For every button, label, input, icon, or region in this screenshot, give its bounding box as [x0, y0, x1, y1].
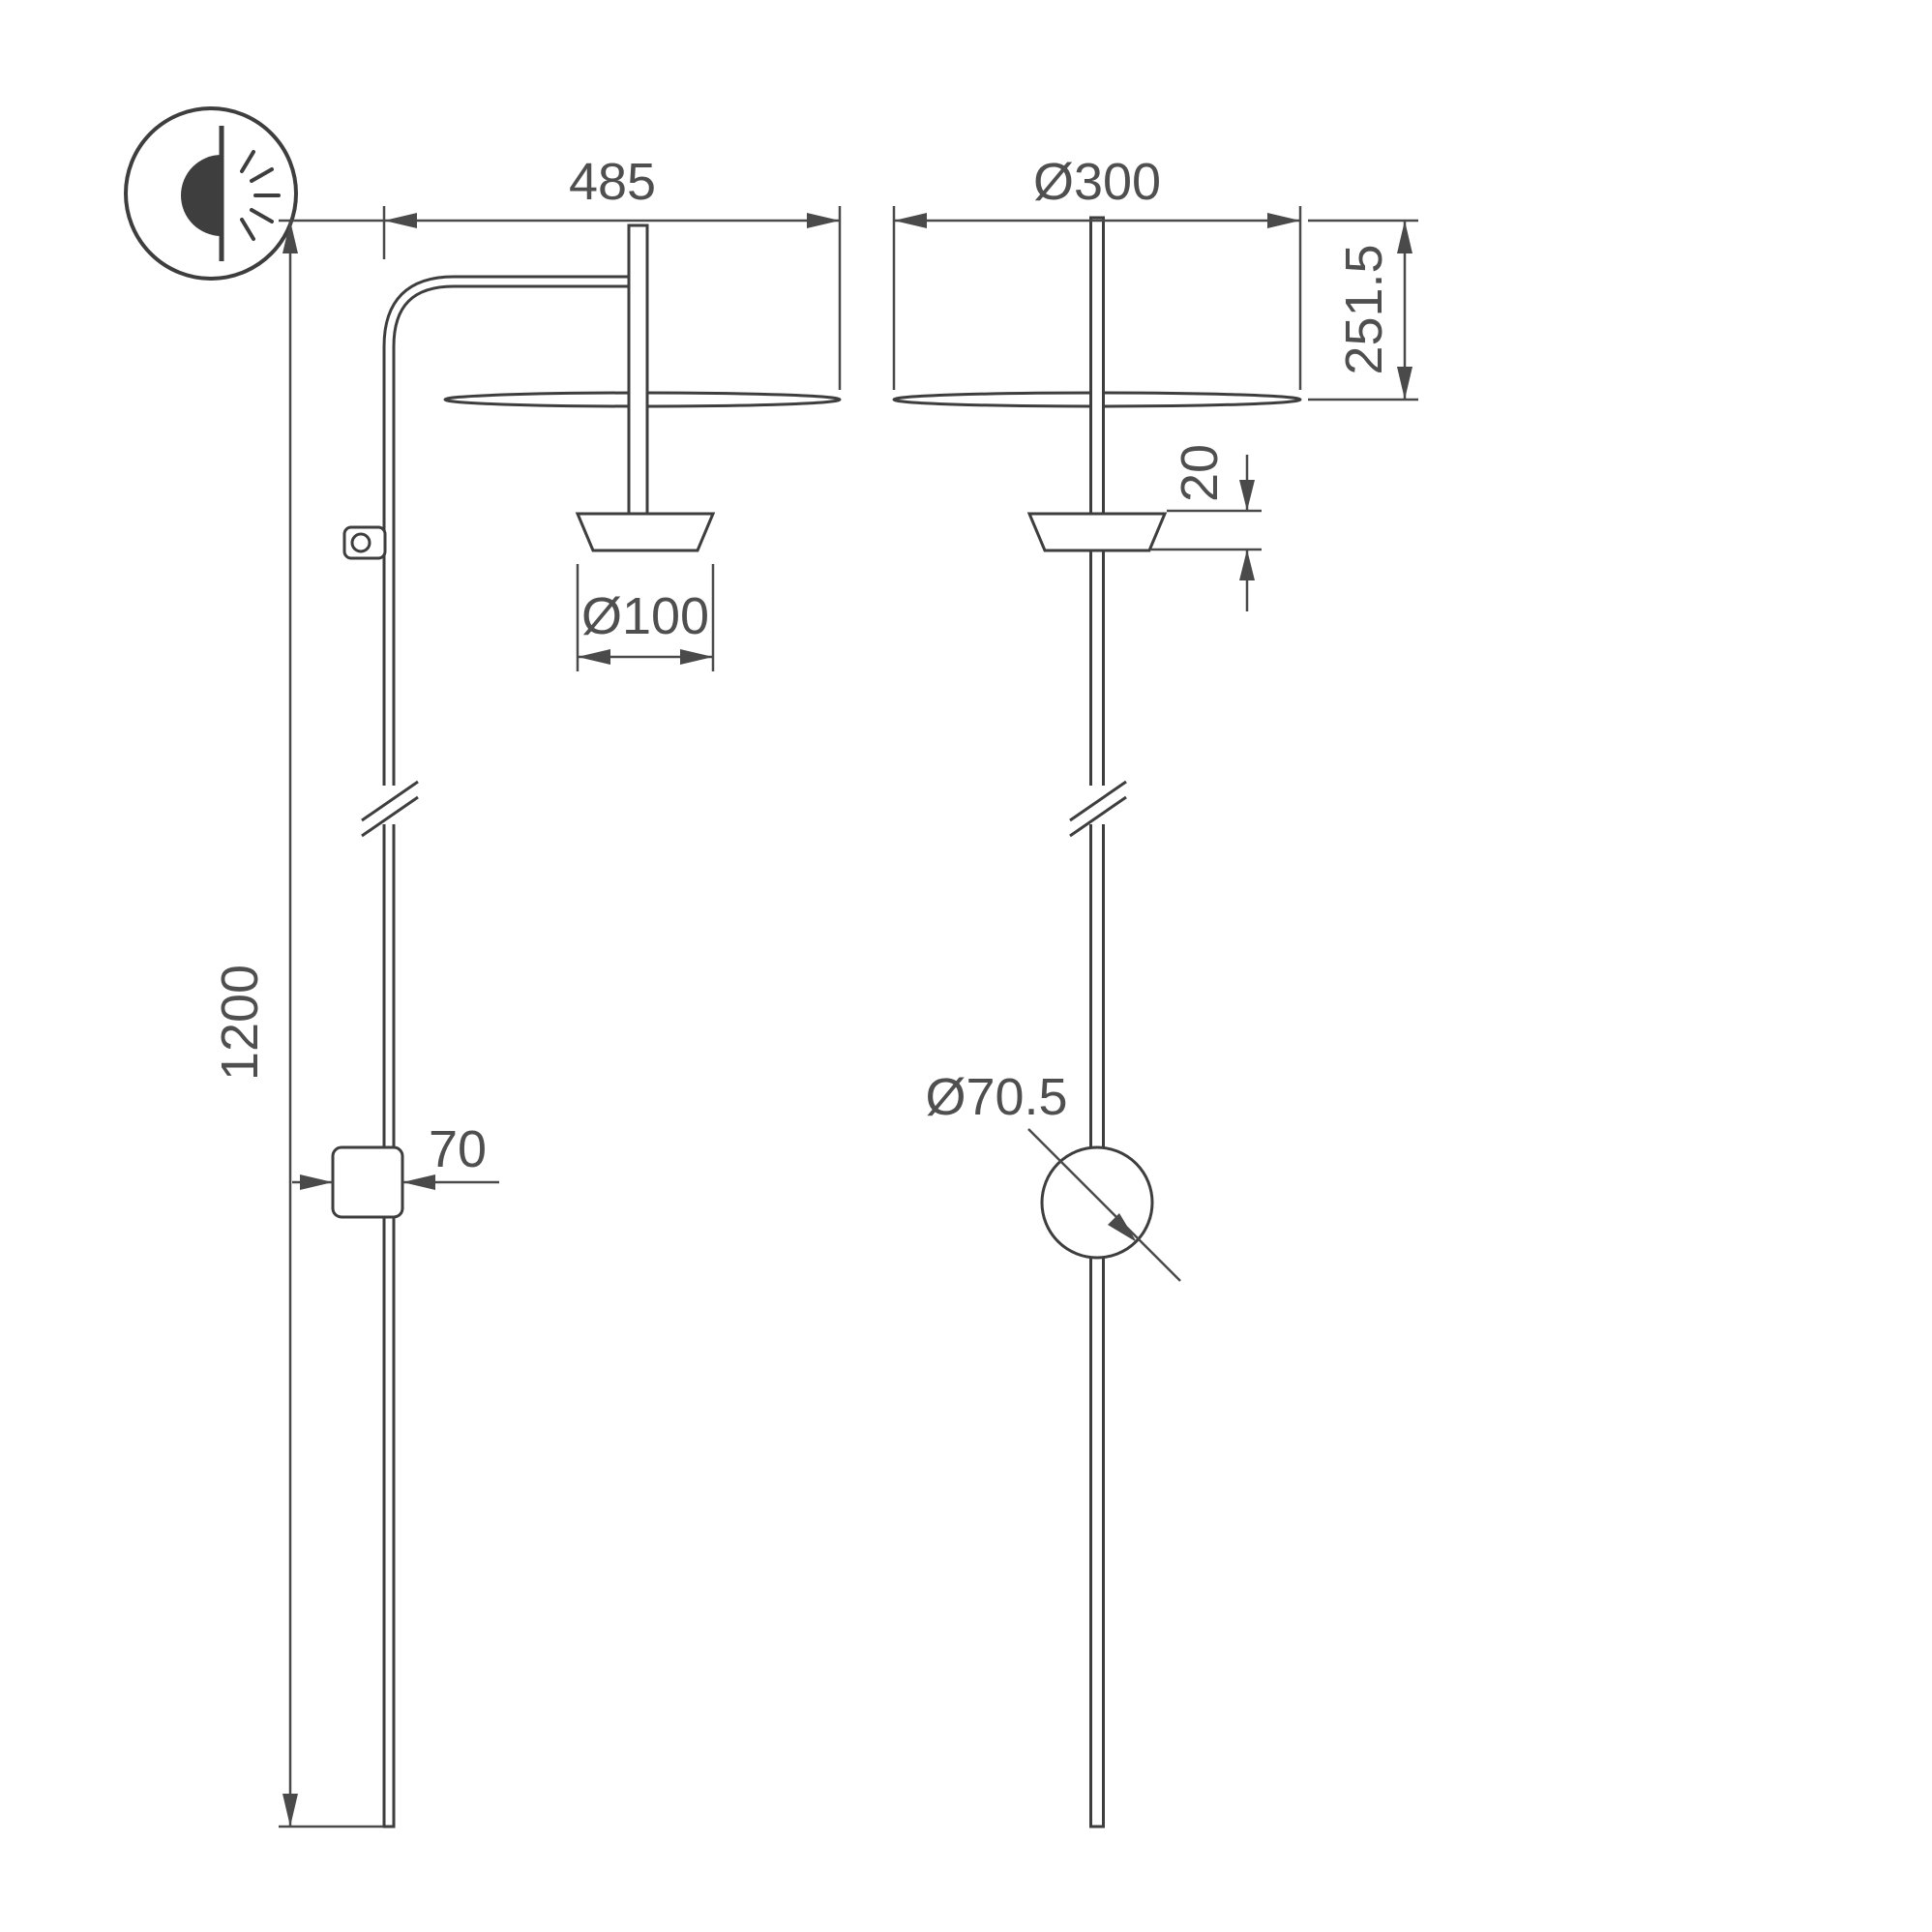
arrowhead — [402, 1174, 435, 1190]
total-height-label: 1200 — [211, 965, 269, 1081]
dim-bracket-width: 70 — [292, 1120, 499, 1190]
head-diameter-label: Ø100 — [581, 587, 709, 645]
arrowhead — [680, 649, 713, 665]
dim-canopy-diameter: Ø70.5 — [925, 1068, 1181, 1282]
arrowhead — [1397, 221, 1412, 253]
rod-break-line — [361, 795, 419, 838]
lamp-stem — [627, 223, 649, 517]
icon-light-rays — [240, 150, 281, 241]
arrowhead — [1239, 550, 1255, 580]
head-height-label: 20 — [1171, 444, 1229, 502]
pole-front — [1089, 216, 1105, 1828]
arrowhead — [384, 213, 417, 228]
rod-break-line — [361, 780, 419, 822]
arrowhead — [282, 221, 298, 253]
pole-break-line — [1069, 795, 1127, 838]
switch-knob-detail — [350, 532, 372, 553]
icon-lamp-body — [181, 155, 222, 236]
drop-height-label: 251.5 — [1335, 244, 1393, 374]
wall-lamp-icon — [124, 106, 298, 281]
dim-head-diameter: Ø100 — [576, 564, 715, 671]
arrowhead — [1239, 480, 1255, 511]
front-view — [892, 216, 1302, 1828]
dim-arm-reach: 485 — [382, 153, 842, 390]
arrowhead — [578, 649, 610, 665]
arrowhead — [807, 213, 840, 228]
dim-shade-diameter: Ø300 — [892, 153, 1302, 390]
bracket-width-label: 70 — [429, 1120, 487, 1178]
pole-break-line — [1069, 780, 1127, 822]
icon-circle — [124, 106, 298, 281]
side-view — [331, 223, 842, 1828]
dim-head-height: 20 — [1151, 444, 1262, 611]
lamp-head-cone-front — [1026, 512, 1168, 552]
mount-box — [331, 1145, 404, 1219]
arrowhead — [1397, 367, 1412, 400]
arrowhead — [1108, 1213, 1137, 1242]
wall-rod-core — [385, 278, 631, 1827]
arrowhead — [282, 1794, 298, 1827]
dim-total-height: 1200 — [211, 219, 384, 1828]
arrowhead — [894, 213, 927, 228]
arm-reach-label: 485 — [569, 153, 656, 211]
canopy-diameter-label: Ø70.5 — [925, 1068, 1067, 1126]
dim-drop-height: 251.5 — [1308, 219, 1418, 401]
leader-line — [1027, 1128, 1181, 1282]
shade-diameter-label: Ø300 — [1033, 153, 1161, 211]
lamp-head-cone-side — [575, 512, 716, 552]
arrowhead — [300, 1174, 333, 1190]
arrowhead — [1267, 213, 1300, 228]
